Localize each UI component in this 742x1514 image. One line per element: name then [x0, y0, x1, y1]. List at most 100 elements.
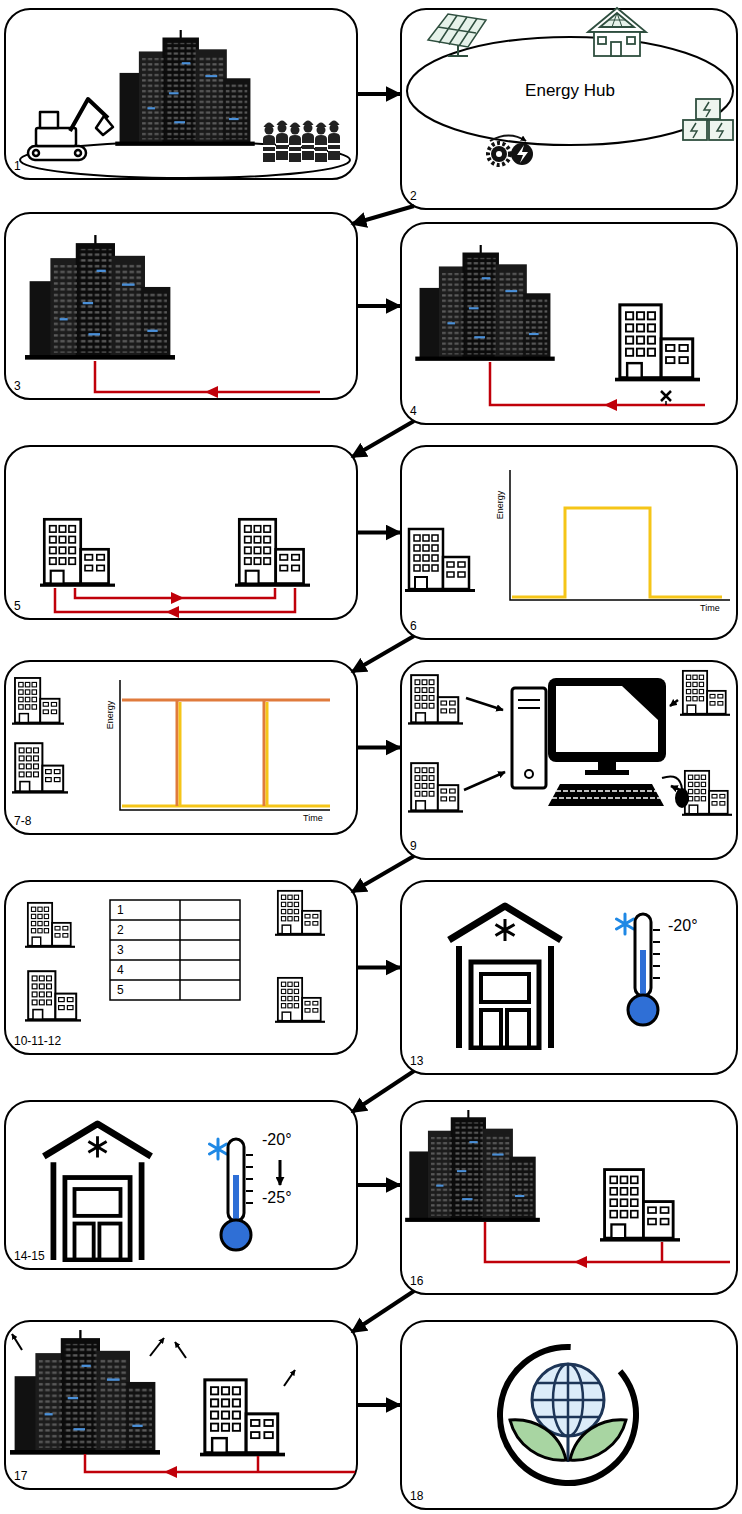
computer-icon: [675, 788, 689, 808]
decrease-arrow: [280, 1160, 281, 1185]
office-building: [25, 971, 81, 1021]
sustainability-globe: [553, 1364, 583, 1436]
step-number: 3: [14, 379, 21, 393]
heat-pipe: [55, 588, 295, 612]
heat-pipe: [485, 1222, 730, 1262]
hub-ellipse: Energy Hub: [405, 35, 735, 147]
flow-arrow: [352, 1291, 414, 1332]
flow-arrow: [358, 531, 400, 535]
sustainability-globe: [472, 1319, 664, 1511]
solar-panel-icon: [438, 16, 477, 47]
step-panel: 13: [400, 880, 738, 1075]
table-cell: 2: [117, 924, 124, 936]
sustainability-globe: [570, 1420, 626, 1460]
office-building: [40, 519, 115, 587]
converter-icon: [517, 145, 528, 163]
solar-house-icon: [588, 8, 646, 32]
office-building: [275, 978, 325, 1023]
computer-icon: [518, 700, 540, 708]
energy-chart: [122, 699, 330, 702]
solar-panel-icon: [428, 14, 486, 47]
tower-building: [405, 1110, 540, 1222]
office-building: [680, 671, 730, 716]
sustainability-globe: [532, 1364, 604, 1436]
heat-pipe: [85, 1454, 355, 1478]
hub-label: Energy Hub: [525, 81, 615, 101]
step-panel: 14-15: [4, 1100, 358, 1270]
heat-pipe: [604, 399, 617, 411]
step-number: 16: [410, 1274, 423, 1288]
office-building: [615, 305, 700, 382]
computer-icon: [512, 688, 546, 788]
flow-arrow: [358, 1183, 400, 1187]
heat-pipe: [85, 1454, 355, 1472]
step-number: 1: [14, 159, 21, 173]
tower-building: [25, 235, 175, 360]
step-number: 14-15: [14, 1249, 45, 1263]
heat-pipe: [490, 362, 705, 405]
energy-chart: [180, 702, 267, 806]
blocked-mark: [661, 391, 671, 405]
solar-house-icon: [588, 8, 646, 56]
step-panel: 9: [400, 660, 738, 860]
step-number: 9: [410, 839, 417, 853]
heat-pipe: [164, 1466, 177, 1478]
office-building: [200, 1380, 285, 1457]
heat-pipe: [661, 1242, 664, 1262]
energy-chart: [120, 680, 330, 810]
battery-icon: [709, 120, 733, 140]
flow-arrow: [358, 746, 400, 750]
computer-icon: [548, 678, 666, 762]
office-building: [408, 675, 463, 725]
solar-house-icon: [611, 42, 621, 56]
blocked-mark: [665, 401, 667, 405]
solar-panel-icon: [428, 14, 486, 56]
energy-chart: [177, 700, 264, 806]
decrease-arrow: [279, 1160, 282, 1185]
solar-house-icon: [608, 13, 626, 27]
tower-building: [415, 245, 554, 361]
workers-group: [276, 121, 288, 161]
thermometer-icon: [210, 1139, 254, 1250]
emission-arrow: [12, 1334, 295, 1386]
office-building: [235, 519, 310, 587]
emission-arrow: [175, 1342, 186, 1358]
cold-store: [449, 906, 561, 1048]
blocked-mark: [661, 391, 671, 401]
table-cell: 1: [117, 904, 124, 916]
workers-group: [263, 123, 275, 163]
data-arrow: [464, 698, 680, 790]
sustainability-globe: [532, 1364, 604, 1436]
data-arrow: [464, 772, 505, 790]
workers-group: [263, 121, 340, 163]
table-cell: 3: [117, 944, 124, 956]
computer-icon: [662, 776, 682, 789]
step-panel: 1: [4, 8, 358, 180]
energy-chart: [120, 680, 330, 810]
tower-building: [115, 30, 254, 146]
converter-icon: [488, 143, 510, 165]
computer-icon: [552, 791, 660, 798]
energy-chart: [510, 470, 730, 600]
step-number: 5: [14, 599, 21, 613]
solar-house-icon: [600, 13, 634, 27]
cold-store: [44, 1124, 151, 1260]
step-number: 17: [14, 1469, 27, 1483]
sustainability-globe: [567, 1436, 570, 1462]
flow-arrow: [358, 966, 400, 970]
excavator-icon: [40, 112, 58, 128]
office-building: [25, 903, 75, 948]
step-number: 18: [410, 1489, 423, 1503]
flow-arrow: [352, 421, 414, 457]
emission-arrow: [12, 1334, 22, 1350]
ranking-table: [110, 900, 240, 1000]
computer-icon: [598, 762, 616, 771]
heat-pipe: [95, 361, 320, 392]
ranking-table: [110, 900, 240, 1000]
emission-arrow: [284, 1370, 295, 1386]
heat-pipe: [55, 588, 295, 618]
sustainability-globe: [510, 1420, 566, 1460]
computer-icon: [512, 678, 689, 808]
energy-chart: [122, 805, 330, 808]
